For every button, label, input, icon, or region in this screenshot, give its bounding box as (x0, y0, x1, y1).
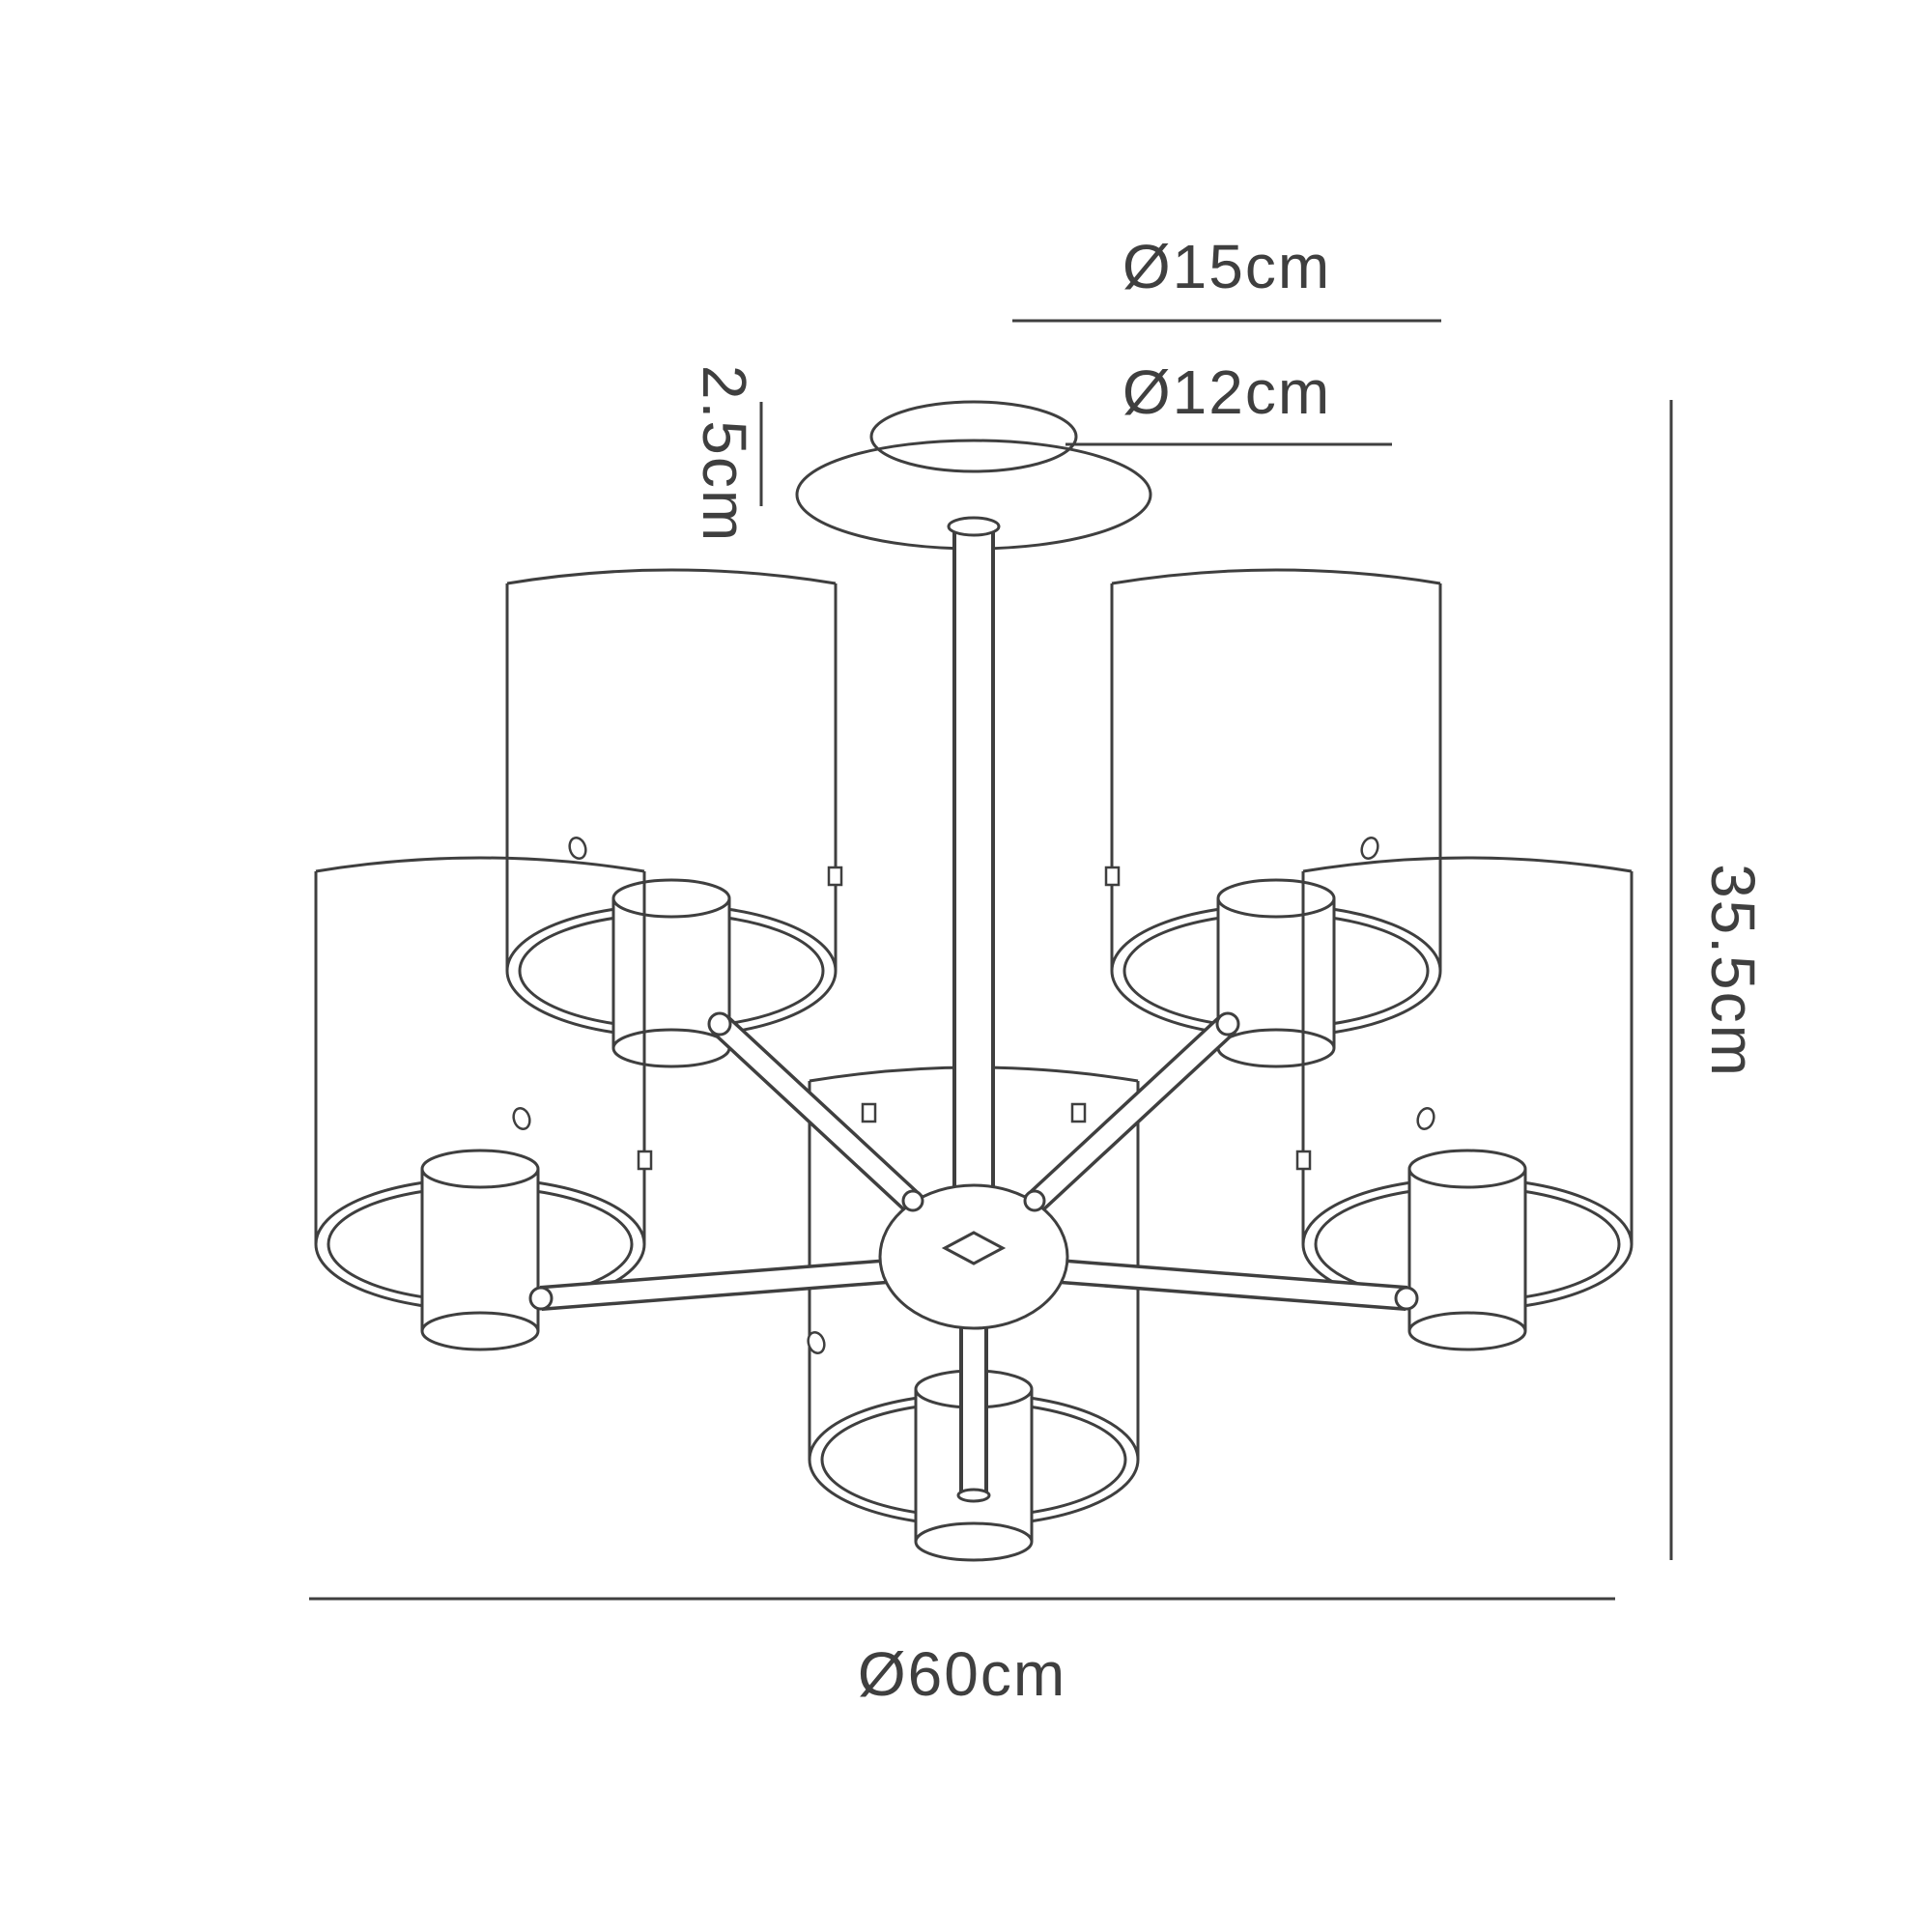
central-stem (947, 516, 1001, 1203)
arm-upper-right (1021, 1011, 1240, 1217)
screw-hole (568, 837, 587, 860)
canopy-mount-ring (869, 400, 1078, 473)
dimension-label-canopy-height: 2.5cm (690, 365, 759, 543)
hub-center-socket (941, 1231, 1007, 1265)
arm-core (1023, 1017, 1235, 1214)
shade-top-edge (506, 568, 837, 585)
candle-tube (611, 878, 731, 1068)
shade-tab (1070, 1102, 1087, 1123)
hub-arm-joint (901, 1189, 924, 1212)
shade-top-edge (1111, 568, 1441, 585)
lower-stem (956, 1312, 991, 1503)
screw-hole (1416, 1107, 1435, 1130)
dimension-label-canopy-inner: Ø12cm (1122, 357, 1331, 427)
shade-top-edge (315, 856, 645, 873)
shade-upper-right (1104, 568, 1442, 1068)
candle-bottom (420, 1311, 540, 1351)
candle-bottom (1407, 1311, 1527, 1351)
arm-right (1057, 1259, 1419, 1311)
dimensions: Ø15cm Ø12cm 2.5cm 35.5cm Ø60cm (309, 232, 1768, 1709)
candle-top (1407, 1149, 1527, 1189)
center-hub (878, 1183, 1069, 1330)
arm-left (528, 1259, 891, 1311)
candle-top (611, 878, 731, 919)
shade-upper-left (505, 568, 843, 1068)
candle-tube-body (422, 1169, 538, 1331)
shade-tab (1104, 866, 1121, 887)
arm-end-cap (1394, 1286, 1419, 1311)
candle-top (420, 1149, 540, 1189)
candle-tube (1216, 878, 1336, 1068)
screw-hole (807, 1331, 826, 1354)
dimension-label-total-height: 35.5cm (1698, 864, 1768, 1078)
arm-core (540, 1262, 890, 1308)
candle-bottom (914, 1521, 1034, 1562)
shade-tab (861, 1102, 877, 1123)
shade-right (1295, 856, 1634, 1351)
dimension-label-total-diameter: Ø60cm (858, 1639, 1066, 1709)
candle-tube (420, 1149, 540, 1351)
arms (528, 1011, 1419, 1311)
hub-body (878, 1183, 1069, 1330)
candle-tube-body (1409, 1169, 1525, 1331)
arm-end-cap (707, 1011, 732, 1037)
arm-end-cap (528, 1286, 554, 1311)
candle-top (1216, 878, 1336, 919)
candle-bottom (611, 1028, 731, 1068)
shade-tab (637, 1150, 653, 1171)
arm-upper-left (707, 1011, 926, 1217)
ceiling-canopy (795, 400, 1152, 551)
shade-tab (827, 866, 843, 887)
stem-end-cap (956, 1488, 991, 1503)
stem-canopy-joint (947, 516, 1001, 537)
screw-hole (512, 1107, 531, 1130)
candle-tube (1407, 1149, 1527, 1351)
shade-tab (1295, 1150, 1312, 1171)
candle-bottom (1216, 1028, 1336, 1068)
screw-hole (1360, 837, 1379, 860)
dimension-label-canopy-outer: Ø15cm (1122, 232, 1331, 301)
arm-core (1058, 1262, 1407, 1308)
hub-arm-joint (1023, 1189, 1046, 1212)
shade-top-edge (1302, 856, 1633, 873)
arm-core (713, 1017, 924, 1214)
arm-end-cap (1215, 1011, 1240, 1037)
shade-left (314, 856, 653, 1351)
